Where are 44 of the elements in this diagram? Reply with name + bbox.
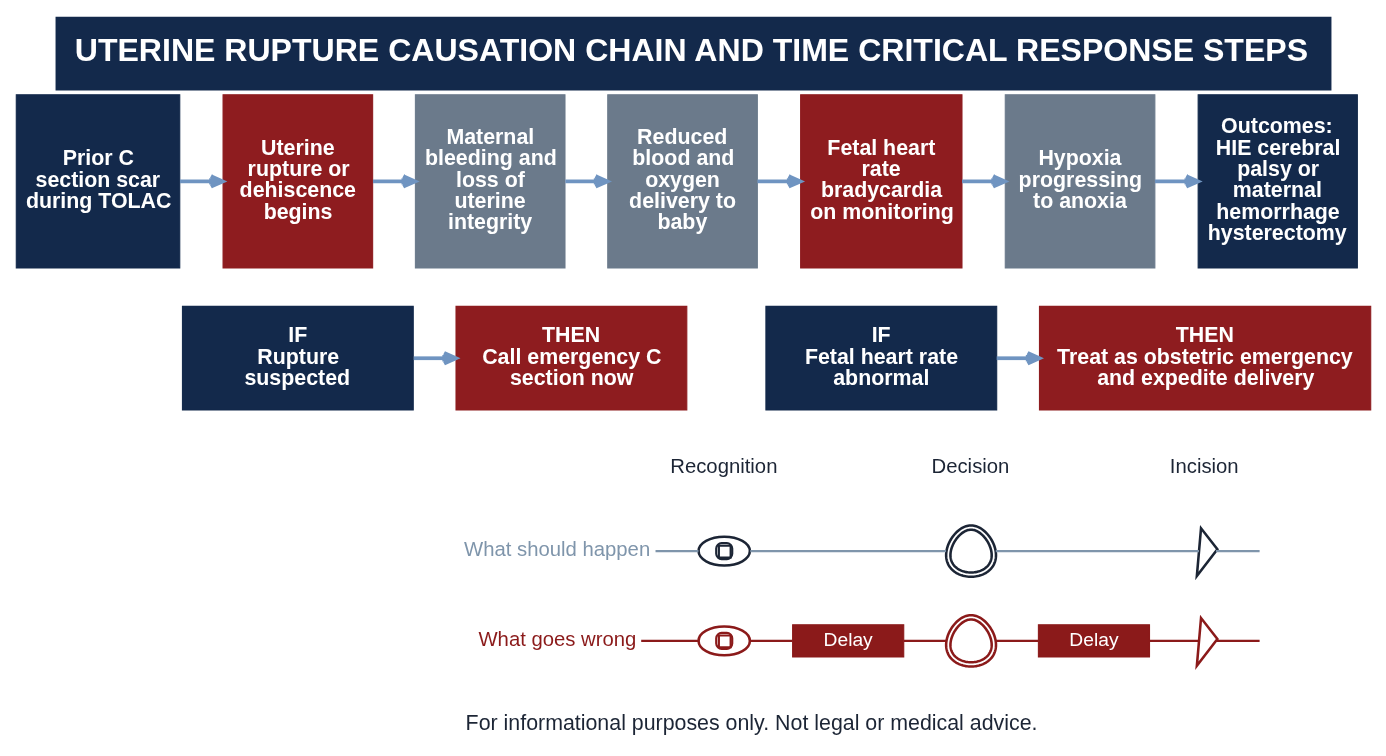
connector [655, 549, 698, 553]
arrow [1154, 174, 1200, 189]
connector [1215, 549, 1260, 553]
arrow [961, 174, 1007, 189]
node-picture [944, 524, 997, 579]
node-picture [944, 613, 997, 668]
label: Recognition [669, 454, 777, 477]
label: Decision [931, 454, 1009, 477]
arrow [756, 174, 802, 189]
node-box: Hypoxia progressing to anoxia [1004, 94, 1155, 269]
node-picture [1194, 614, 1219, 670]
connector [640, 639, 698, 643]
caption: For informational purposes only. Not legal or medical advice. [465, 710, 1037, 735]
arrow [413, 351, 458, 366]
node-box: THEN Treat as obstetric emergency and expedite delivery [1038, 305, 1371, 411]
node-picture [1194, 524, 1219, 581]
node-box: Fetal heart rate bradycardia on monitoring [799, 94, 963, 269]
node-box: IF Fetal heart rate abnormal [764, 305, 997, 411]
node-picture [696, 625, 751, 657]
label: Incision [1169, 454, 1239, 477]
connector [749, 549, 946, 553]
node-box: Delay [1037, 624, 1150, 658]
connector [995, 639, 1038, 643]
arrow [179, 174, 225, 189]
node-box: Maternal bleeding and loss of uterine integrity [414, 94, 566, 269]
node-text: What goes wrong [477, 627, 636, 650]
connector [903, 639, 946, 643]
node-box: Uterine rupture or dehiscence begins [222, 94, 373, 269]
arrow [564, 174, 609, 189]
diagram-title: UTERINE RUPTURE CAUSATION CHAIN AND TIME CRITICAL RESPONSE STEPS [74, 32, 1308, 69]
node-picture [696, 535, 751, 567]
arrow [372, 174, 417, 189]
connector [995, 549, 1199, 553]
connector [749, 639, 792, 643]
arrow [996, 351, 1041, 366]
node-box: IF Rupture suspected [181, 305, 414, 411]
node-box: Prior C section scar during TOLAC [15, 94, 180, 269]
connector [1215, 639, 1260, 643]
node-box: Outcomes: HIE cerebral palsy or maternal hemorrhage hysterectomy [1197, 94, 1358, 269]
node-box: THEN Call emergency C section now [454, 305, 687, 411]
node-box: Reduced blood and oxygen delivery to baby [606, 94, 758, 269]
connector [1149, 639, 1199, 643]
node-box: Delay [791, 624, 904, 658]
node-text: What should happen [463, 538, 650, 561]
